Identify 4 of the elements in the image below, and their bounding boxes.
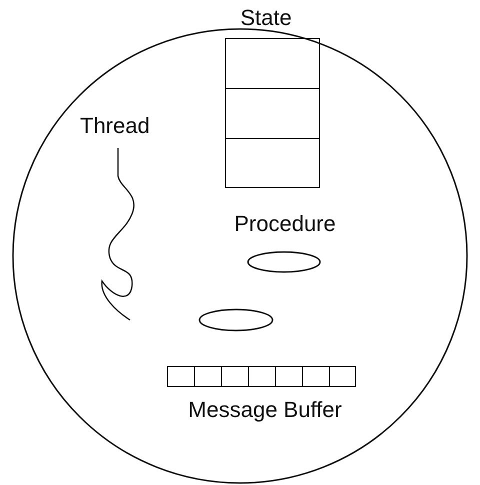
node-label: Message Buffer — [187, 398, 343, 422]
node-label: Procedure — [233, 212, 337, 236]
node-label: State — [239, 6, 293, 30]
label: Thread — [80, 114, 150, 138]
